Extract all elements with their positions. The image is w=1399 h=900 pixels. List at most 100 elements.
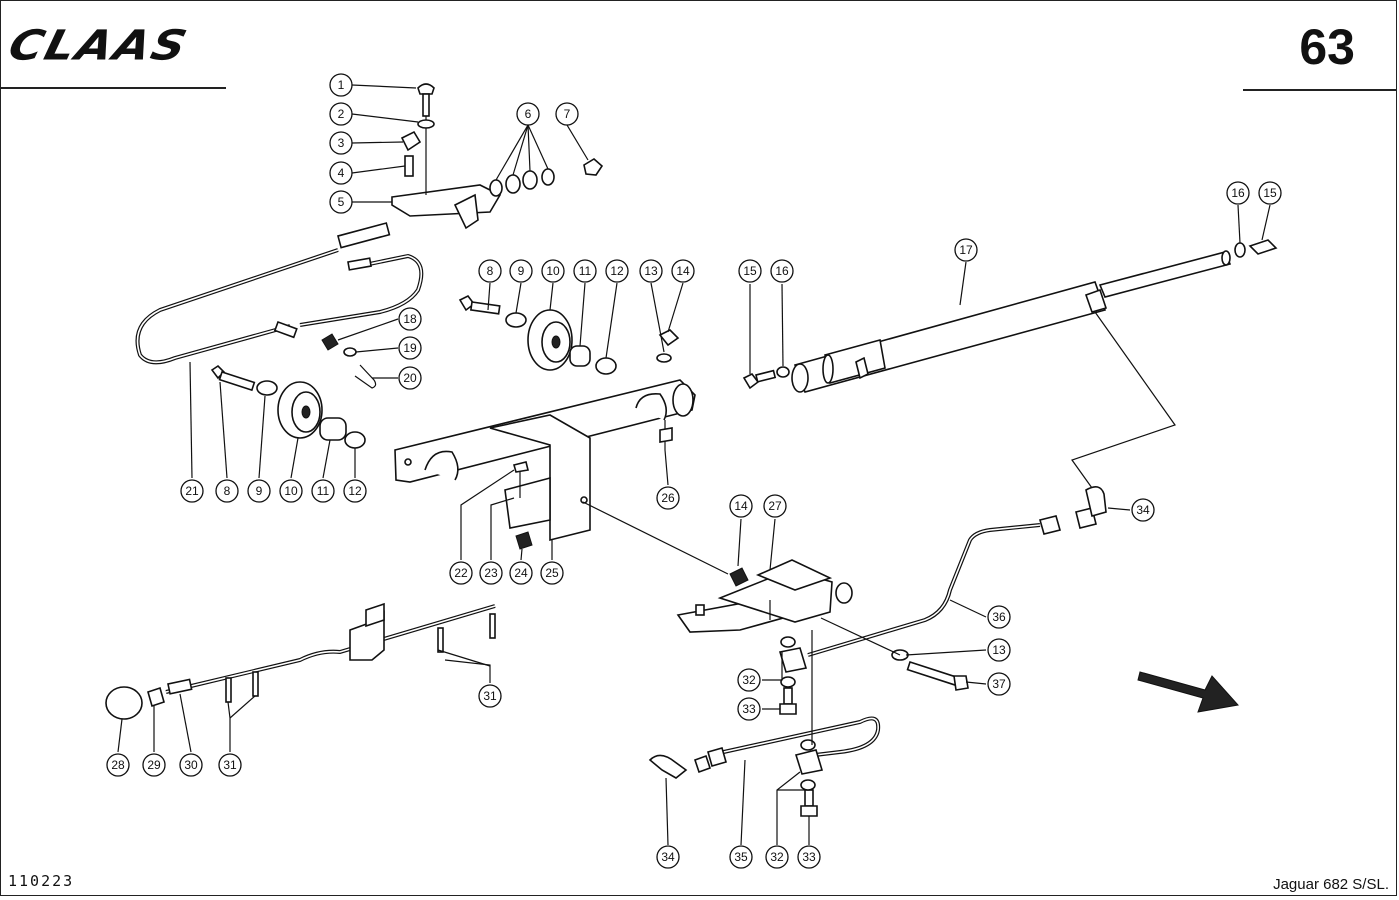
leader-lines <box>117 84 1271 846</box>
callout-14-lower: 14 <box>729 494 753 518</box>
callout-32-lower: 32 <box>765 845 789 869</box>
callout-11-upper: 11 <box>573 259 597 283</box>
callout-25: 25 <box>540 561 564 585</box>
svg-text:33: 33 <box>802 850 816 864</box>
model-name: Jaguar 682 S/SL. <box>1273 876 1389 893</box>
callout-7: 7 <box>555 102 579 126</box>
callout-5: 5 <box>329 190 353 214</box>
callout-9-upper: 9 <box>509 259 533 283</box>
logo-rule <box>0 87 226 89</box>
callout-27: 27 <box>763 494 787 518</box>
callout-34-upper: 34 <box>1131 498 1155 522</box>
callout-36: 36 <box>987 605 1011 629</box>
svg-text:9: 9 <box>256 484 263 498</box>
svg-text:13: 13 <box>992 643 1006 657</box>
svg-text:35: 35 <box>734 850 748 864</box>
bowden-cable <box>135 222 424 389</box>
plate-number: 110223 <box>8 872 75 890</box>
callout-15-left: 15 <box>738 259 762 283</box>
svg-text:30: 30 <box>184 758 198 772</box>
callout-28: 28 <box>106 753 130 777</box>
callout-11-lower: 11 <box>311 479 335 503</box>
svg-text:24: 24 <box>514 566 528 580</box>
hydraulic-cylinder <box>742 239 1278 393</box>
callout-12-upper: 12 <box>605 259 629 283</box>
svg-text:26: 26 <box>661 491 675 505</box>
page-number: 63 <box>1299 19 1355 75</box>
callout-13-upper: 13 <box>639 259 663 283</box>
svg-text:12: 12 <box>348 484 362 498</box>
svg-text:6: 6 <box>525 107 532 121</box>
svg-text:29: 29 <box>147 758 161 772</box>
linkage-rod <box>105 602 496 720</box>
callout-19: 19 <box>398 336 422 360</box>
svg-text:36: 36 <box>992 610 1006 624</box>
callout-10-upper: 10 <box>541 259 565 283</box>
svg-text:15: 15 <box>1263 186 1277 200</box>
callout-17: 17 <box>954 238 978 262</box>
callout-15-right: 15 <box>1258 181 1282 205</box>
callout-14-upper: 14 <box>671 259 695 283</box>
svg-text:20: 20 <box>403 371 417 385</box>
svg-text:27: 27 <box>768 499 782 513</box>
callout-20: 20 <box>398 366 422 390</box>
svg-text:10: 10 <box>284 484 298 498</box>
bracket-assembly <box>391 83 604 230</box>
svg-text:5: 5 <box>338 195 345 209</box>
svg-text:14: 14 <box>676 264 690 278</box>
callout-31-right: 31 <box>478 684 502 708</box>
callout-1: 1 <box>329 73 353 97</box>
svg-text:37: 37 <box>992 677 1006 691</box>
svg-text:2: 2 <box>338 107 345 121</box>
svg-text:16: 16 <box>775 264 789 278</box>
callout-10-lower: 10 <box>279 479 303 503</box>
svg-text:22: 22 <box>454 566 468 580</box>
callout-12-lower: 12 <box>343 479 367 503</box>
support-arm <box>394 379 696 550</box>
guide-roller-right <box>458 294 680 375</box>
callout-4: 4 <box>329 161 353 185</box>
svg-text:11: 11 <box>317 484 330 498</box>
svg-text:34: 34 <box>1136 503 1150 517</box>
svg-text:33: 33 <box>742 702 756 716</box>
callout-16-right: 16 <box>1226 181 1250 205</box>
hydraulic-lines <box>648 486 1107 817</box>
guide-roller-left <box>210 364 366 449</box>
svg-text:7: 7 <box>564 107 571 121</box>
callout-16-left: 16 <box>770 259 794 283</box>
callout-balloons: 1 2 3 4 5 6 7 8 9 10 11 12 13 14 15 16 1… <box>106 73 1282 869</box>
callout-35: 35 <box>729 845 753 869</box>
callout-23: 23 <box>479 561 503 585</box>
callout-18: 18 <box>398 307 422 331</box>
callout-22: 22 <box>449 561 473 585</box>
svg-text:31: 31 <box>223 758 237 772</box>
callout-33-lower: 33 <box>797 845 821 869</box>
callout-8-lower: 8 <box>215 479 239 503</box>
svg-text:10: 10 <box>546 264 560 278</box>
direction-arrow-icon <box>1137 671 1239 713</box>
svg-text:32: 32 <box>770 850 784 864</box>
callout-37: 37 <box>987 672 1011 696</box>
svg-text:13: 13 <box>644 264 658 278</box>
svg-text:18: 18 <box>403 312 417 326</box>
callout-33-upper: 33 <box>737 697 761 721</box>
svg-text:16: 16 <box>1231 186 1245 200</box>
svg-text:9: 9 <box>518 264 525 278</box>
svg-text:12: 12 <box>610 264 624 278</box>
callout-8-upper: 8 <box>478 259 502 283</box>
svg-text:11: 11 <box>579 264 592 278</box>
callout-13-lower: 13 <box>987 638 1011 662</box>
svg-text:1: 1 <box>338 78 345 92</box>
svg-text:15: 15 <box>743 264 757 278</box>
callout-30: 30 <box>179 753 203 777</box>
callout-32-upper: 32 <box>737 668 761 692</box>
callout-2: 2 <box>329 102 353 126</box>
callout-24: 24 <box>509 561 533 585</box>
callout-3: 3 <box>329 131 353 155</box>
svg-text:23: 23 <box>484 566 498 580</box>
callout-21: 21 <box>180 479 204 503</box>
callout-9-lower: 9 <box>247 479 271 503</box>
callout-26: 26 <box>656 486 680 510</box>
svg-text:4: 4 <box>338 166 345 180</box>
